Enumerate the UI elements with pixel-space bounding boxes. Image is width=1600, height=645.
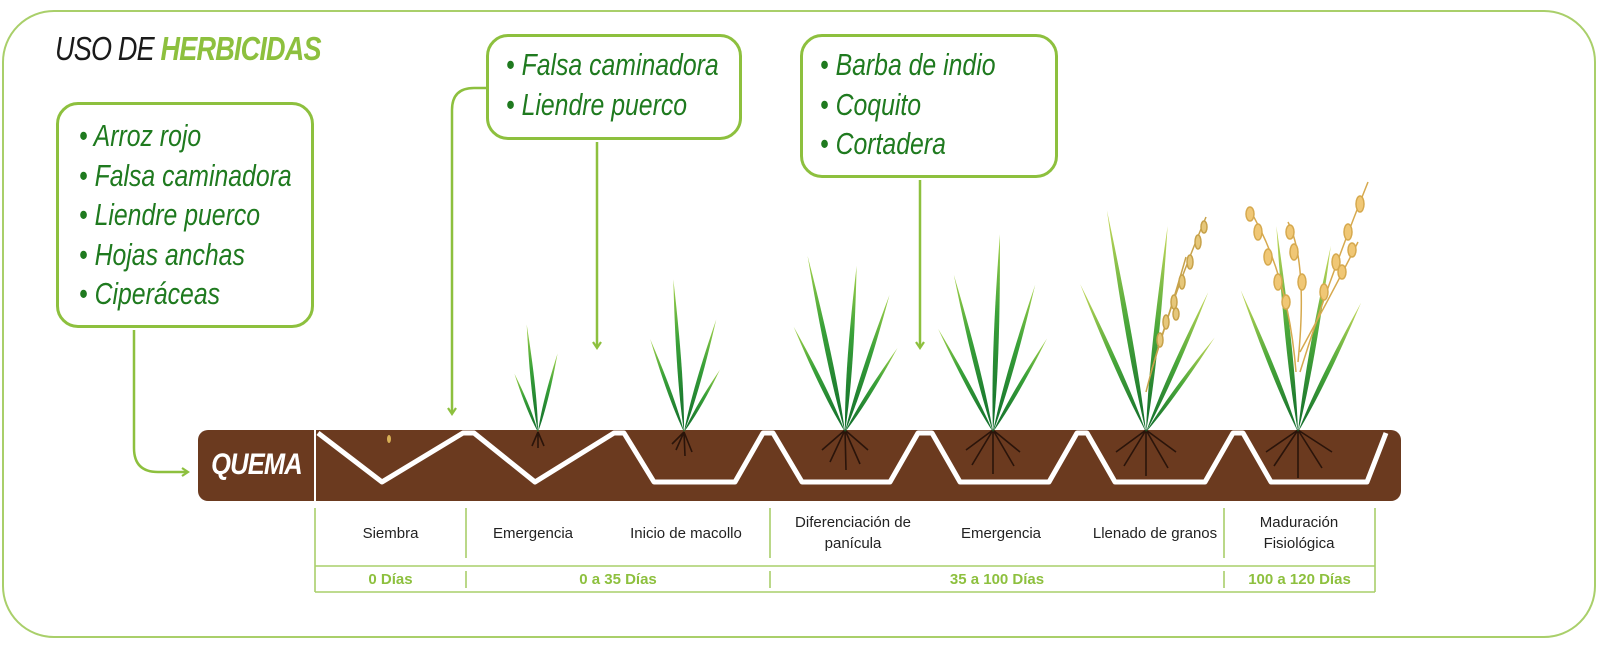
trench-line (316, 430, 1389, 485)
weed-item: Ciperáceas (79, 274, 265, 314)
stage-emergencia-panicula: Emergencia (960, 524, 1042, 542)
soil-band (198, 430, 1401, 501)
weed-item: Liendre puerco (79, 195, 265, 235)
diagram-title: USO DE HERBICIDAS (55, 30, 322, 68)
title-prefix: USO DE (55, 30, 155, 67)
quema-label: QUEMA (211, 448, 303, 481)
timeline-grid (314, 508, 1376, 593)
stage-siembra: Siembra (362, 524, 419, 542)
plant-llenado (1077, 209, 1217, 434)
stage-maduracion: Maduración Fisiológica (1259, 514, 1339, 552)
weed-box-panicle: Barba de indio Coquito Cortadera (800, 34, 1058, 178)
plant-emergencia-panicula (936, 234, 1049, 434)
weed-item: Cortadera (820, 124, 1008, 164)
weed-item: Coquito (820, 85, 1008, 125)
weed-item: Liendre puerco (506, 85, 692, 125)
title-highlight: HERBICIDAS (160, 30, 322, 67)
weed-item: Arroz rojo (79, 116, 265, 156)
plant-emergencia (512, 324, 560, 433)
weed-item: Falsa caminadora (79, 156, 292, 196)
weed-box-emergence: Falsa caminadora Liendre puerco (486, 34, 742, 140)
weed-box-quema: Arroz rojo Falsa caminadora Liendre puer… (56, 102, 314, 328)
roots (531, 429, 1333, 478)
range-0-dias: 0 Días (368, 570, 413, 588)
range-0-35-dias: 0 a 35 Días (579, 570, 657, 588)
arrow-to-siembra (447, 86, 488, 416)
plant-diferenciacion (791, 255, 900, 434)
stage-llenado: Llenado de granos (1092, 524, 1218, 542)
stage-emergencia: Emergencia (492, 524, 574, 542)
weed-item: Barba de indio (820, 45, 1008, 85)
plant-maduracion (1238, 181, 1369, 434)
weed-item: Falsa caminadora (506, 45, 719, 85)
arrow-to-quema (132, 330, 190, 477)
weed-item: Hojas anchas (79, 235, 265, 275)
plant-macollo (648, 279, 722, 433)
stage-inicio-macollo: Inicio de macollo (630, 524, 742, 542)
range-35-100-dias: 35 a 100 Días (949, 570, 1045, 588)
diagram-frame (2, 10, 1596, 638)
stage-diferenciacion: Diferenciación de panícula (795, 514, 911, 552)
seed (387, 435, 391, 443)
range-100-120-dias: 100 a 120 Días (1248, 570, 1351, 588)
